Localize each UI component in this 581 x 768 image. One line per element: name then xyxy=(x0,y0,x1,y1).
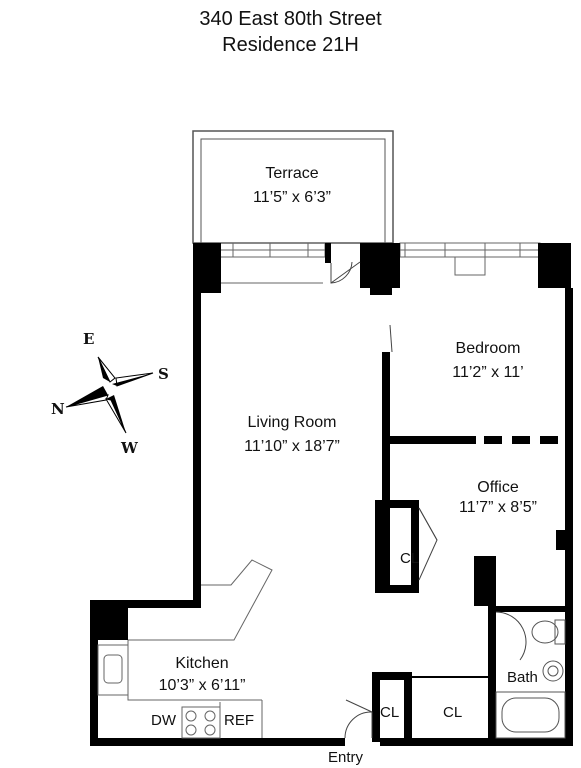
bedroom-label: Bedroom xyxy=(456,340,521,357)
listing-header: 340 East 80th Street Residence 21H xyxy=(0,6,581,58)
terrace-dims: 11’5” x 6’3” xyxy=(253,189,331,206)
living-room-dims: 11’10” x 18’7” xyxy=(244,438,340,455)
walls xyxy=(90,243,573,746)
compass-s: S xyxy=(158,365,169,383)
compass-n: N xyxy=(51,400,65,418)
compass-rose: E S N W xyxy=(51,330,169,457)
office-label: Office xyxy=(477,479,519,496)
terrace-label: Terrace xyxy=(265,165,318,182)
office-closet-label: CL xyxy=(400,550,419,567)
dishwasher-label: DW xyxy=(151,712,177,729)
address-title: 340 East 80th Street xyxy=(199,8,382,30)
compass-e: E xyxy=(83,330,94,348)
entry-label: Entry xyxy=(328,749,364,766)
residence-subtitle: Residence 21H xyxy=(222,34,359,56)
kitchen-dims: 10’3” x 6’11” xyxy=(159,677,246,694)
living-room-label: Living Room xyxy=(248,414,337,431)
kitchen-label: Kitchen xyxy=(175,655,228,672)
entry-closet-b-label: CL xyxy=(443,704,462,721)
entry-closet-a-label: CL xyxy=(380,704,399,721)
refrigerator-label: REF xyxy=(224,712,254,729)
bath-label: Bath xyxy=(507,669,538,686)
bath-fixtures xyxy=(495,619,566,739)
office-dims: 11’7” x 8’5” xyxy=(459,499,537,516)
kitchen-counters xyxy=(97,559,273,739)
bedroom-dims: 11’2” x 11’ xyxy=(452,364,523,381)
compass-w: W xyxy=(120,439,139,457)
terrace xyxy=(192,130,394,244)
door-swings xyxy=(330,261,527,739)
